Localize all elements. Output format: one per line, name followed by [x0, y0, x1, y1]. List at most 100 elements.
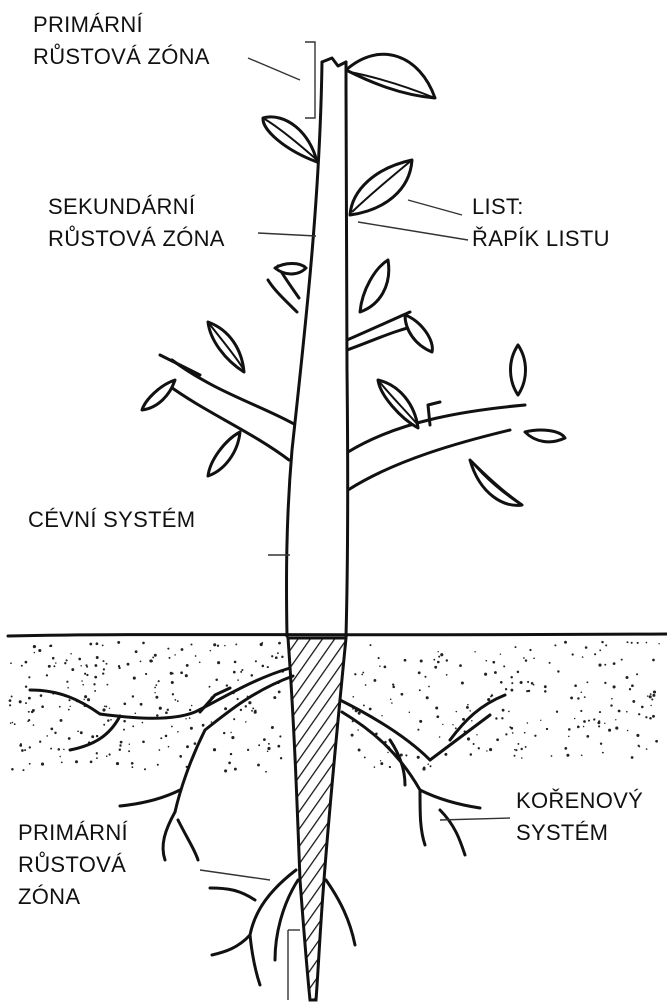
soil-dot [102, 645, 104, 647]
soil-dot [179, 755, 182, 758]
soil-dot [420, 659, 423, 662]
soil-dot [228, 762, 231, 765]
soil-dot [474, 651, 476, 653]
soil-dot [462, 718, 465, 721]
soil-dot [604, 682, 606, 684]
soil-dot [69, 706, 70, 707]
soil-dot [109, 753, 111, 755]
soil-dot [469, 710, 471, 712]
soil-dot [140, 703, 143, 706]
soil-dot [103, 660, 105, 662]
soil-dot [645, 716, 647, 718]
soil-dot [150, 660, 152, 662]
soil-dot [237, 698, 239, 700]
soil-dot [370, 644, 372, 646]
soil-dot [627, 730, 629, 732]
soil-dot [381, 715, 382, 716]
soil-dot [621, 659, 623, 661]
soil-dot [631, 756, 634, 759]
soil-dot [369, 708, 372, 711]
soil-dot [585, 646, 588, 649]
soil-dot [446, 674, 448, 676]
soil-dot [50, 728, 53, 731]
soil-dot [494, 671, 497, 674]
soil-dot [650, 705, 651, 706]
soil-dot [106, 684, 108, 686]
soil-dot [437, 661, 440, 664]
soil-dot [391, 702, 393, 704]
soil-dot [80, 665, 82, 667]
label-line: CÉVNÍ SYSTÉM [28, 507, 195, 533]
soil-dot [224, 769, 227, 772]
soil-dot [210, 650, 212, 652]
soil-dot [627, 641, 629, 643]
soil-dot [646, 748, 648, 750]
soil-dot [131, 762, 134, 765]
soil-dot [525, 659, 527, 661]
soil-dot [384, 666, 387, 669]
leaf [470, 460, 522, 505]
soil-dot [461, 682, 464, 685]
soil-dot [156, 714, 159, 717]
soil-dot [116, 762, 119, 765]
soil-dot [358, 749, 361, 752]
soil-dot [185, 718, 186, 719]
soil-dot [484, 673, 487, 676]
soil-dot [84, 673, 86, 675]
soil-dot [588, 720, 590, 722]
soil-dot [11, 696, 13, 698]
soil-dot [584, 696, 586, 698]
soil-dot [34, 652, 35, 653]
soil-dot [610, 704, 612, 706]
soil-dot [93, 683, 95, 685]
soil-dot [604, 723, 605, 724]
soil-dot [191, 705, 193, 707]
soil-dot [60, 719, 63, 722]
label-line: LIST: [472, 194, 610, 220]
soil-dot [61, 761, 63, 763]
soil-dot [527, 681, 529, 683]
soil-dot [255, 660, 257, 662]
soil-dot [123, 720, 126, 723]
soil-dot [235, 643, 237, 645]
soil-dot [527, 722, 529, 724]
soil-dot [351, 734, 354, 737]
soil-dot [54, 732, 56, 734]
soil-dot [159, 749, 161, 751]
soil-dot [501, 717, 503, 719]
soil-dot [467, 737, 470, 740]
soil-dot [66, 681, 68, 683]
soil-dot [273, 696, 276, 699]
soil-dot [502, 709, 505, 712]
soil-dot [278, 642, 281, 645]
soil-dot [94, 676, 97, 679]
soil-dot [263, 738, 266, 741]
soil-dot [33, 645, 36, 648]
soil-dot [140, 661, 142, 663]
soil-dot [583, 720, 586, 723]
soil-dot [514, 755, 516, 757]
soil-dot [96, 656, 99, 659]
soil-dot [31, 711, 34, 714]
soil-dot [223, 732, 225, 734]
soil-dot [373, 679, 376, 682]
leaf [525, 430, 565, 442]
soil-dot [608, 729, 611, 732]
soil-dot [233, 718, 235, 720]
soil-dot [180, 671, 183, 674]
soil-dot [655, 740, 658, 743]
soil-dot [365, 684, 367, 686]
soil-dot [172, 673, 174, 675]
soil-dot [240, 709, 242, 711]
soil-dot [577, 726, 580, 729]
soil-dot [456, 711, 457, 712]
soil-dot [233, 671, 236, 674]
soil-dot [144, 768, 146, 770]
soil-dot [626, 711, 628, 713]
leaf [346, 54, 435, 98]
soil-dot [46, 735, 48, 737]
soil-dot [165, 711, 168, 714]
soil-dot [357, 729, 359, 731]
soil-dot [361, 674, 363, 676]
